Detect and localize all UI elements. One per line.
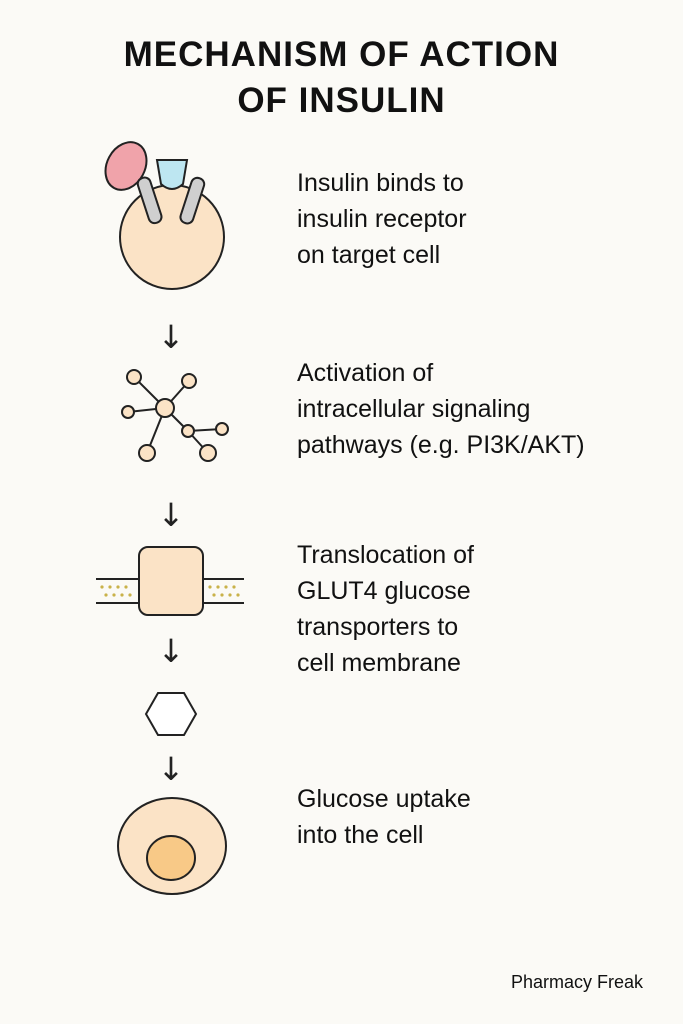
title-line-1: MECHANISM OF ACTION [123,35,560,74]
down-arrow-icon: ↓ [158,750,185,788]
signaling-network-icon [121,369,229,462]
down-arrow-icon: ↓ [158,318,185,356]
watermark: Pharmacy Freak [510,972,643,992]
title-line-2: OF INSULIN [237,81,446,120]
page-title: MECHANISM OF ACTION OF INSULIN [0,32,683,124]
step-4-text: Glucose uptake into the cell [297,785,471,849]
down-arrow-icon: ↓ [158,632,185,670]
down-arrow-icon: ↓ [158,496,185,534]
cell-icon [117,797,227,895]
insulin-receptor-icon [104,141,225,290]
step-3-text: Translocation of GLUT4 glucose transport… [297,541,474,677]
glucose-hexagon-icon [144,692,198,736]
step-1-text: Insulin binds to insulin receptor on tar… [297,169,467,269]
glut4-transporter-icon [96,546,244,616]
step-2-text: Activation of intracellular signaling pa… [297,359,585,459]
